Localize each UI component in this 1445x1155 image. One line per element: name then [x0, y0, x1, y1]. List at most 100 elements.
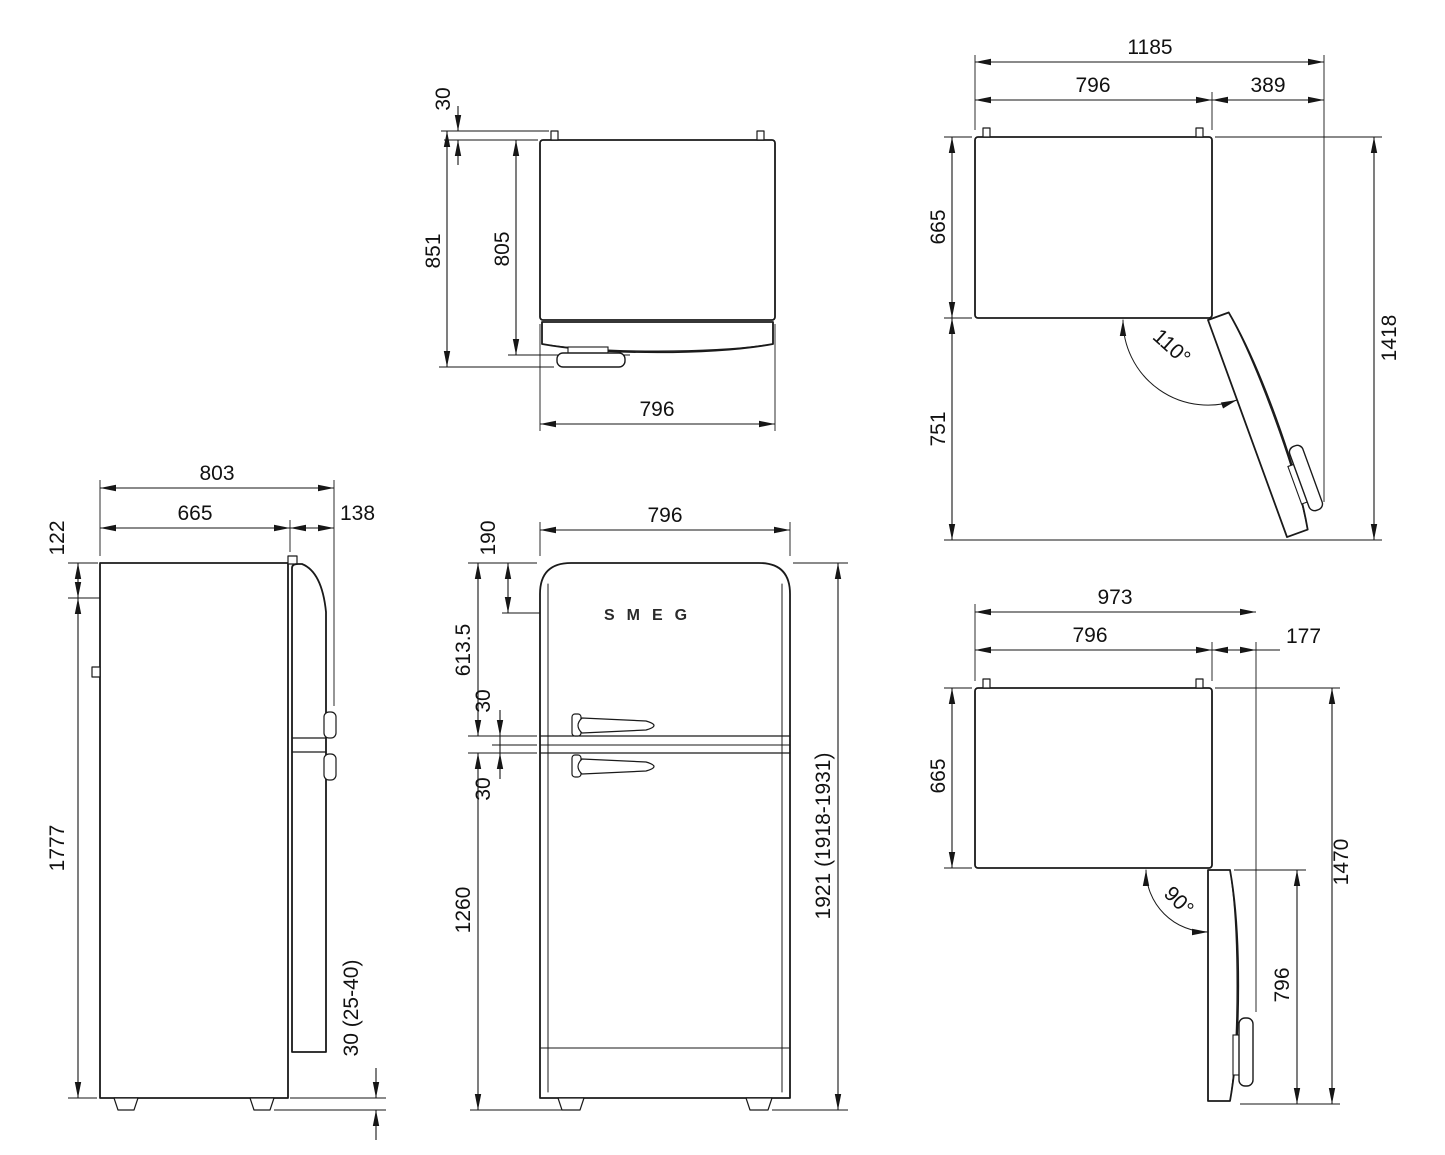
dim-top-depth-total: 851	[422, 131, 451, 367]
front-view: 796 190 613.5 30 30 1260 1921 (1918-1931…	[452, 504, 848, 1111]
door-closed	[541, 321, 774, 368]
dim-label-110-door-projection: 389	[1250, 74, 1285, 97]
cabinet-body	[974, 136, 1213, 319]
dim-front-lower-door: 1260	[452, 753, 482, 1110]
dim-front-upper-door: 613.5	[452, 563, 482, 736]
dim-side-depth-total: 803	[100, 462, 334, 492]
dim-side-height-body: 1777	[46, 598, 82, 1098]
angle-label-110: 110°	[1148, 325, 1195, 370]
dim-110-door-swing: 751	[927, 318, 956, 540]
dim-90-depth-body: 665	[927, 688, 956, 868]
dim-front-gap-upper: 30	[472, 689, 504, 753]
foot	[745, 1097, 773, 1111]
dim-front-gap-lower: 30	[472, 753, 504, 801]
swing-arc	[1142, 869, 1209, 936]
dim-label-90-width-total: 973	[1097, 586, 1132, 609]
dim-label-front-gap-lower: 30	[472, 777, 495, 800]
dim-side-door-depth: 138	[290, 502, 375, 532]
dim-label-110-depth-body: 665	[927, 209, 950, 244]
dim-front-logo-offset: 190	[477, 520, 512, 613]
dim-label-110-width-total: 1185	[1127, 36, 1172, 59]
dim-label-90-width-body: 796	[1072, 624, 1107, 647]
dim-label-front-lower-door: 1260	[452, 887, 475, 934]
hinge-pin	[982, 127, 991, 138]
foot	[113, 1097, 139, 1111]
hinge-pin	[287, 555, 298, 565]
top-view: 30 851 805 796	[422, 87, 776, 431]
dim-90-door-projection: 177	[1212, 625, 1321, 654]
dim-label-front-upper-door: 613.5	[452, 624, 475, 677]
hinge-pin	[550, 130, 559, 141]
dim-90-door-width: 796	[1271, 870, 1301, 1104]
dim-front-height-total: 1921 (1918-1931)	[812, 563, 842, 1110]
door-profile	[291, 563, 327, 1053]
dim-front-width: 796	[540, 504, 790, 534]
open-90-view: 973 796 177 665 1470 796 90	[927, 586, 1353, 1105]
dim-top-offset: 30	[432, 87, 462, 165]
dim-top-width: 796	[540, 398, 775, 428]
dim-label-90-door-width: 796	[1271, 967, 1294, 1002]
extension-lines	[944, 604, 1340, 1105]
dim-label-front-gap-upper: 30	[472, 689, 495, 712]
dim-label-90-depth-total: 1470	[1330, 839, 1353, 886]
dim-label-top-depth-total: 851	[422, 233, 445, 268]
dim-side-depth-body: 665	[100, 502, 290, 532]
hinge-pin	[1195, 678, 1204, 689]
dim-label-front-width: 796	[647, 504, 682, 527]
side-view: 803 665 138 122 1777 30 (25-40)	[46, 462, 386, 1140]
dim-label-side-height-body: 1777	[46, 825, 69, 872]
cabinet-open-90: 90°	[974, 678, 1254, 1102]
dim-label-110-depth-total: 1418	[1378, 315, 1401, 362]
hinge-pin	[982, 678, 991, 689]
dim-side-feet-height: 30 (25-40)	[340, 960, 380, 1140]
dim-110-width-total: 1185	[975, 36, 1324, 66]
dim-label-top-width: 796	[639, 398, 674, 421]
fridge-front-outline: SMEG	[539, 562, 791, 1111]
dim-90-depth-total: 1470	[1328, 688, 1353, 1104]
foot	[557, 1097, 585, 1111]
extension-lines	[68, 480, 386, 1111]
dim-110-depth-body: 665	[927, 137, 956, 318]
dim-90-width-total: 973	[975, 586, 1256, 616]
dim-110-width-body: 796	[975, 74, 1212, 104]
door-handle	[323, 753, 337, 781]
swing-arc	[1119, 319, 1238, 409]
dim-label-top-offset: 30	[432, 87, 455, 110]
hinge-pin	[756, 130, 765, 141]
door-open-110	[1207, 303, 1331, 538]
fridge-front	[539, 562, 791, 1099]
cabinet-body	[539, 139, 776, 321]
dim-label-side-top-section: 122	[46, 520, 69, 555]
door-handle	[577, 758, 655, 775]
dim-label-front-logo-offset: 190	[477, 520, 500, 555]
dim-label-side-depth-body: 665	[177, 502, 212, 525]
foot	[249, 1097, 275, 1111]
dim-label-110-width-body: 796	[1075, 74, 1110, 97]
dim-side-top-section: 122	[46, 520, 82, 598]
open-110-view: 1185 796 389 665 751 1418 110°	[927, 36, 1401, 541]
dim-label-front-height-total: 1921 (1918-1931)	[812, 753, 835, 920]
dim-top-depth-body: 805	[491, 140, 520, 355]
cabinet-body	[974, 687, 1213, 869]
dim-label-top-depth-body: 805	[491, 231, 514, 266]
door-handle	[323, 711, 337, 739]
dim-label-90-door-projection: 177	[1286, 625, 1321, 648]
door-open-90	[1207, 869, 1254, 1102]
cabinet-side-outline	[91, 555, 337, 1111]
dim-label-90-depth-body: 665	[927, 758, 950, 793]
dim-label-side-feet-height: 30 (25-40)	[340, 960, 363, 1057]
brand-logo: SMEG	[604, 607, 699, 624]
dim-label-side-door-depth: 138	[340, 502, 375, 525]
hinge-pin	[1195, 127, 1204, 138]
cabinet-body	[99, 562, 289, 1099]
dim-90-width-body: 796	[975, 624, 1212, 654]
cabinet-open-110: 110°	[974, 127, 1331, 538]
dim-label-side-depth-total: 803	[199, 462, 234, 485]
rear-spacer	[91, 666, 101, 678]
door-handle	[577, 717, 655, 734]
dim-110-depth-total: 1418	[1370, 137, 1401, 540]
dim-110-door-projection: 389	[1212, 74, 1324, 104]
cabinet-top-outline	[539, 130, 776, 368]
